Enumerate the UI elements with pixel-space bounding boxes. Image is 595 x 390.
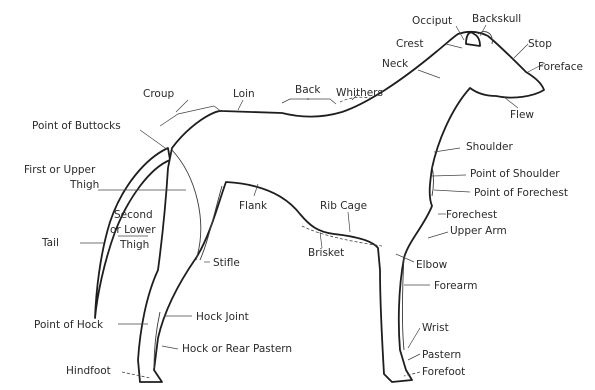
- label-upper-arm: Upper Arm: [450, 225, 507, 237]
- back-bracket: [282, 99, 336, 104]
- label-backskull: Backskull: [472, 13, 521, 25]
- label-point-of-shoulder: Point of Shoulder: [470, 168, 560, 180]
- label-tail: Tail: [41, 237, 59, 249]
- label-hock-rear-pastern: Hock or Rear Pastern: [182, 343, 292, 355]
- label-neck: Neck: [382, 58, 409, 70]
- label-first-thigh-1: First or Upper: [24, 164, 96, 176]
- label-stifle: Stifle: [213, 257, 240, 269]
- label-shoulder: Shoulder: [466, 141, 513, 153]
- label-second-thigh-1: Second: [114, 209, 153, 221]
- label-wrist: Wrist: [422, 322, 449, 334]
- label-point-of-buttocks: Point of Buttocks: [32, 120, 121, 132]
- label-crest: Crest: [396, 38, 423, 50]
- label-flew: Flew: [510, 109, 534, 121]
- label-loin: Loin: [233, 88, 255, 100]
- label-pastern: Pastern: [422, 349, 461, 361]
- label-forefoot: Forefoot: [422, 366, 465, 378]
- label-occiput: Occiput: [412, 15, 452, 27]
- label-point-of-hock: Point of Hock: [34, 319, 104, 331]
- label-croup: Croup: [143, 88, 174, 100]
- label-stop: Stop: [528, 38, 552, 50]
- label-flank: Flank: [239, 200, 268, 212]
- label-forearm: Forearm: [434, 280, 477, 292]
- label-foreface: Foreface: [538, 61, 583, 73]
- label-rib-cage: Rib Cage: [320, 200, 367, 212]
- label-forechest: Forechest: [446, 209, 497, 221]
- label-point-of-forechest: Point of Forechest: [474, 187, 568, 199]
- label-back: Back: [295, 84, 321, 96]
- label-second-thigh-2: or Lower: [110, 224, 156, 236]
- label-elbow: Elbow: [416, 259, 448, 271]
- label-first-thigh-2: Thigh: [69, 179, 99, 191]
- label-brisket: Brisket: [308, 247, 344, 259]
- label-whithers: Whithers: [336, 87, 383, 99]
- label-second-thigh-3: Thigh: [119, 239, 149, 251]
- label-hindfoot: Hindfoot: [66, 365, 111, 377]
- label-hock-joint: Hock Joint: [196, 311, 249, 323]
